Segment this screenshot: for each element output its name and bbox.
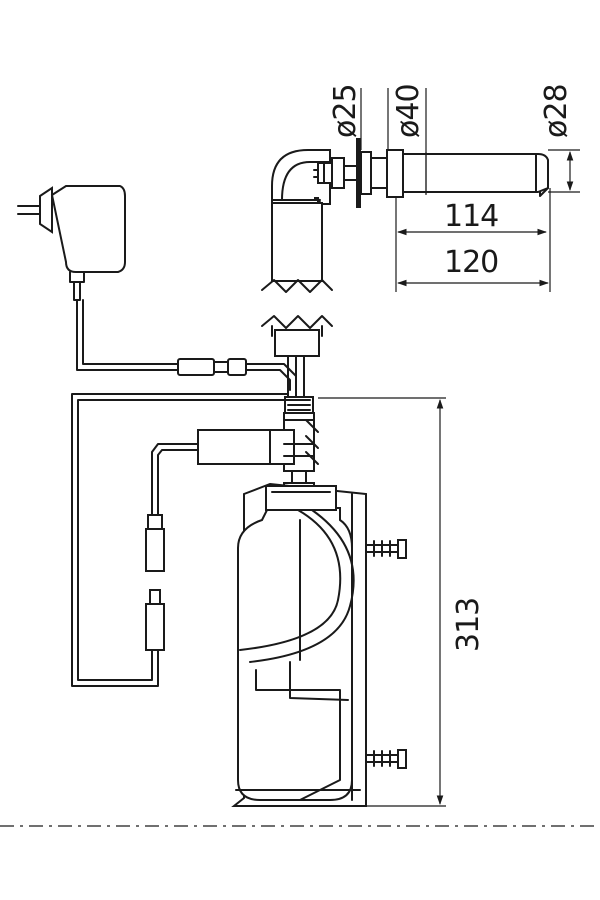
supply-pipe-upper [261,202,333,399]
dim-label-d28: ø28 [539,84,574,138]
pump-valve-assembly [197,396,319,498]
faucet-spout [386,149,549,198]
power-adapter [17,185,126,301]
dim-label-114: 114 [444,199,498,234]
dimension-lines [0,88,600,827]
sensor-cable [71,393,297,687]
soap-tank [231,482,407,807]
power-cable [76,299,297,391]
faucet-elbow [271,138,388,208]
dim-label-d40: ø40 [391,84,426,138]
dim-label-120: 120 [444,245,498,280]
dim-label-d25: ø25 [328,84,363,138]
dim-label-313: 313 [451,598,486,652]
